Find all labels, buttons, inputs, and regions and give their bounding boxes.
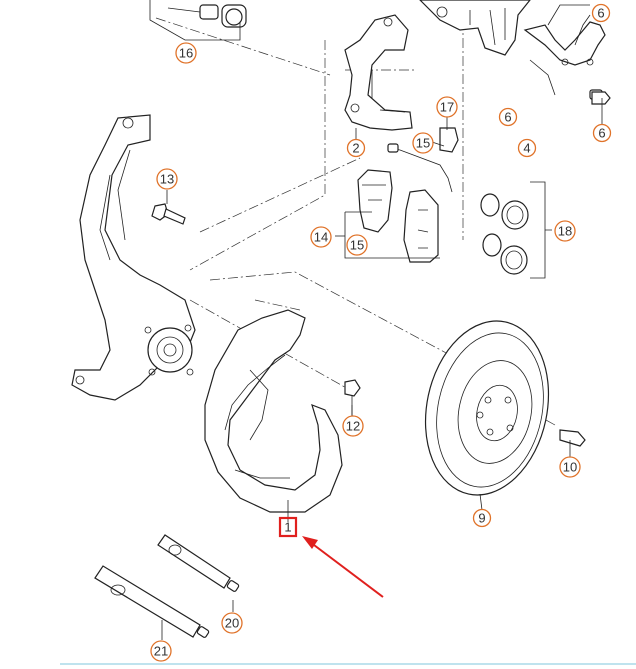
piston-seals-part[interactable] — [480, 181, 552, 279]
svg-text:6: 6 — [598, 126, 605, 141]
grease-tube-20-part[interactable] — [157, 534, 240, 612]
splash-shield-part[interactable] — [204, 309, 343, 522]
caliper-bracket-part[interactable] — [344, 14, 413, 145]
highlight-marker — [278, 516, 384, 598]
svg-text:14: 14 — [314, 230, 328, 245]
grease-tube-21-part[interactable] — [94, 565, 210, 640]
callout-9[interactable]: 9 — [472, 508, 492, 528]
svg-text:15: 15 — [416, 136, 430, 151]
caliper-housing-part[interactable] — [419, 0, 531, 56]
callout-4[interactable]: 4 — [517, 138, 537, 158]
svg-text:18: 18 — [558, 224, 572, 239]
knuckle-bolt-part[interactable] — [151, 190, 186, 225]
callout-12[interactable]: 12 — [342, 415, 364, 437]
svg-text:12: 12 — [346, 419, 360, 434]
wear-sensor-part[interactable] — [387, 117, 459, 193]
shield-bolt-part[interactable] — [344, 379, 361, 418]
svg-text:15: 15 — [350, 238, 364, 253]
disc-screw-part[interactable] — [559, 429, 586, 458]
callout-6-right[interactable]: 6 — [592, 123, 612, 143]
svg-text:1: 1 — [284, 520, 291, 535]
shield-plate-part[interactable] — [523, 4, 606, 96]
guide-pin-part[interactable] — [149, 0, 247, 41]
brake-pads-part[interactable] — [335, 169, 440, 263]
callout-2[interactable]: 2 — [346, 138, 366, 158]
svg-text:9: 9 — [478, 511, 485, 526]
svg-text:21: 21 — [154, 644, 168, 659]
callout-15-pads[interactable]: 15 — [346, 234, 368, 256]
svg-text:16: 16 — [179, 46, 193, 61]
callout-21[interactable]: 21 — [150, 640, 172, 662]
callout-6-top[interactable]: 6 — [591, 3, 611, 23]
callout-6-middle[interactable]: 6 — [498, 107, 518, 127]
callout-15-sensor[interactable]: 15 — [412, 132, 434, 154]
callout-18[interactable]: 18 — [554, 220, 576, 242]
callout-10[interactable]: 10 — [559, 456, 581, 478]
svg-text:4: 4 — [523, 141, 530, 156]
steering-knuckle-part[interactable] — [71, 114, 196, 401]
callout-16[interactable]: 16 — [175, 42, 197, 64]
svg-text:13: 13 — [160, 172, 174, 187]
bolt-6-part[interactable] — [589, 89, 611, 125]
callout-20[interactable]: 20 — [221, 612, 243, 634]
svg-text:20: 20 — [225, 616, 239, 631]
callout-13[interactable]: 13 — [156, 168, 178, 190]
callout-14[interactable]: 14 — [310, 226, 332, 248]
svg-text:6: 6 — [504, 110, 511, 125]
svg-text:17: 17 — [440, 100, 454, 115]
callout-1[interactable]: 1 — [284, 520, 291, 535]
svg-text:10: 10 — [563, 460, 577, 475]
brake-disc-part[interactable] — [410, 309, 564, 511]
svg-text:6: 6 — [597, 6, 604, 21]
callout-17[interactable]: 17 — [436, 96, 458, 118]
bottom-divider — [60, 663, 636, 665]
svg-text:2: 2 — [352, 141, 359, 156]
